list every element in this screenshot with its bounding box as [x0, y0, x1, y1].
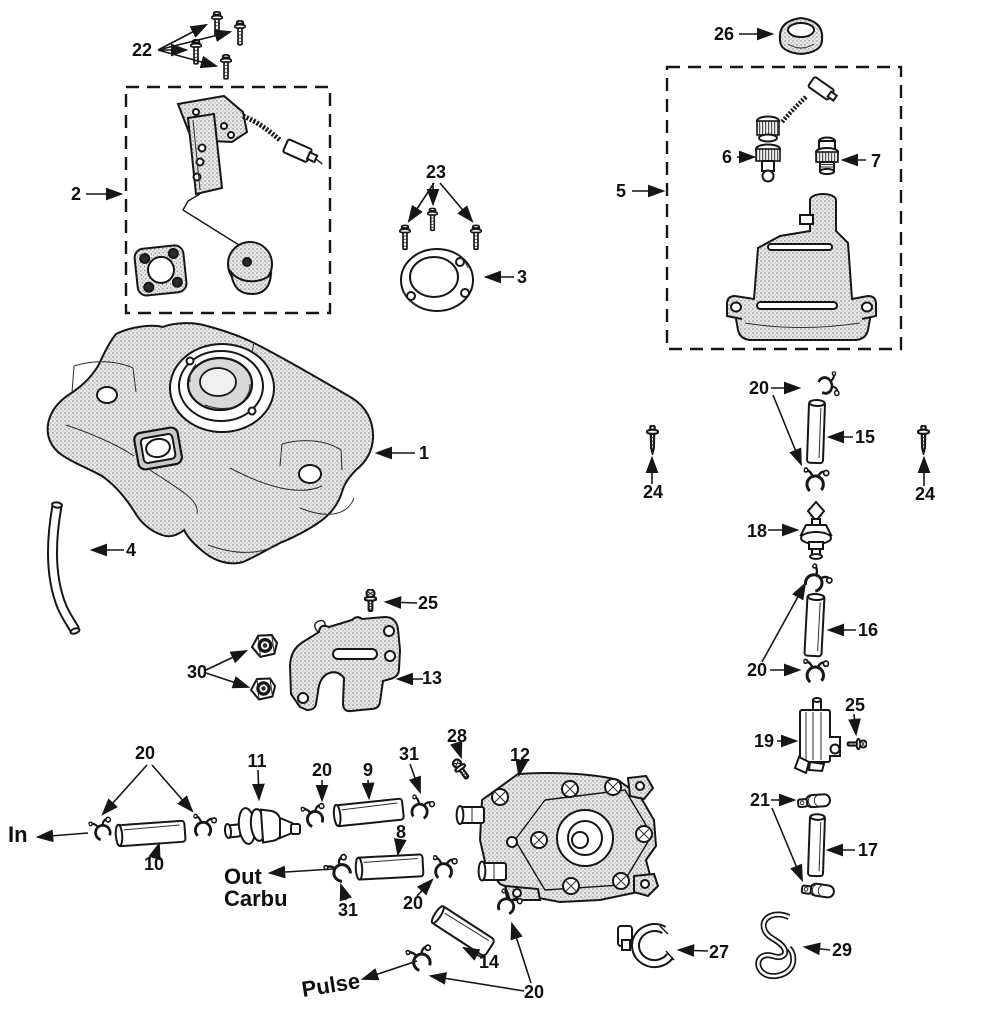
- callout-1: 1: [419, 443, 429, 463]
- clamp-31-hose9: [405, 793, 437, 823]
- callout-20-e: 20: [749, 378, 769, 398]
- sender-connector: [282, 138, 323, 165]
- callout-20-c: 20: [403, 893, 423, 913]
- callout-7: 7: [871, 151, 881, 171]
- retainer-ring-3: [400, 248, 474, 312]
- callout-27: 27: [709, 942, 729, 962]
- screw-25-b: [846, 738, 867, 750]
- callout-25-a: 25: [418, 593, 438, 613]
- callout-19: 19: [754, 731, 774, 751]
- clamp-20-in: [87, 814, 117, 844]
- clamp-20-hose14-bottom: [404, 942, 438, 975]
- callout-24-a: 24: [643, 482, 663, 502]
- callout-31-a: 31: [399, 744, 419, 764]
- fuel-filter-11: [223, 807, 301, 845]
- callout-5: 5: [616, 181, 626, 201]
- hose-17: [807, 813, 826, 878]
- primer-pump-19: [793, 697, 841, 775]
- fitting-7: [815, 136, 839, 176]
- screw-24-right: [917, 425, 930, 455]
- clamp-20-hose15-bottom: [801, 466, 830, 494]
- callout-25-b: 25: [845, 695, 865, 715]
- screw-28: [448, 755, 474, 783]
- callout-8: 8: [396, 822, 406, 842]
- callout-28: 28: [447, 726, 467, 746]
- callout-2: 2: [71, 184, 81, 204]
- callout-24-b: 24: [915, 484, 935, 504]
- fuel-pump-12: [455, 771, 660, 904]
- callout-arrows: [35, 23, 931, 992]
- label-in: In: [8, 822, 28, 847]
- callout-20-a: 20: [135, 743, 155, 763]
- hose-16: [803, 592, 826, 658]
- hose-holder-27: [617, 923, 675, 969]
- callout-15: 15: [855, 427, 875, 447]
- clamp-20-hose10: [190, 812, 218, 840]
- clamp-20-filter-out: [299, 800, 330, 830]
- callout-11: 11: [247, 751, 266, 771]
- callout-30: 30: [187, 662, 207, 682]
- clip-21-top: [796, 792, 832, 810]
- callout-6: 6: [722, 147, 732, 167]
- callout-22: 22: [132, 40, 152, 60]
- callout-14: 14: [479, 952, 499, 972]
- screws-23: [399, 207, 482, 251]
- hose-10: [114, 819, 187, 848]
- hose-8: [354, 853, 425, 881]
- fuel-tank-1: [46, 322, 375, 565]
- fuel-valve-6: [755, 76, 839, 183]
- callout-13: 13: [422, 668, 442, 688]
- callout-17: 17: [858, 840, 878, 860]
- clamp-20-hose16-top: [798, 561, 836, 599]
- callout-3: 3: [517, 267, 527, 287]
- callout-20-b: 20: [312, 760, 332, 780]
- callout-18: 18: [747, 521, 767, 541]
- hose-14: [430, 905, 495, 957]
- callout-4: 4: [126, 540, 136, 560]
- lock-nuts-30: [250, 633, 278, 702]
- hose-9: [332, 797, 405, 828]
- callout-21: 21: [750, 790, 770, 810]
- bracket-13: [288, 615, 402, 713]
- fuel-sender-assembly: [133, 94, 323, 297]
- callout-20-f: 20: [747, 660, 767, 680]
- callout-20-d: 20: [524, 982, 544, 1002]
- check-valve-18: [799, 500, 833, 560]
- hose-15: [806, 399, 826, 465]
- sender-group-box: [124, 85, 332, 315]
- callout-10: 10: [144, 854, 164, 874]
- cover-group-box: [665, 65, 903, 351]
- breather-hose-4: [47, 501, 81, 635]
- clamp-20-hose15-top: [815, 370, 842, 401]
- screws-22: [190, 11, 246, 80]
- callout-12: 12: [510, 745, 530, 765]
- callout-26: 26: [714, 24, 734, 44]
- callout-23: 23: [426, 162, 446, 182]
- tank-cover-5: [726, 193, 877, 341]
- callout-16: 16: [858, 620, 878, 640]
- clamp-20-hose8: [430, 854, 459, 882]
- label-carbu: Carbu: [224, 886, 288, 911]
- clamp-20-hose16-bottom: [802, 657, 830, 685]
- label-pulse: Pulse: [300, 968, 362, 1002]
- callout-9: 9: [363, 760, 373, 780]
- label-out: Out: [224, 864, 263, 889]
- clip-21-bottom: [800, 880, 836, 900]
- tank-cap-26: [778, 16, 824, 56]
- screw-25-a: [364, 589, 377, 613]
- callout-31-b: 31: [338, 900, 358, 920]
- screw-24-left: [646, 425, 659, 455]
- callout-29: 29: [832, 940, 852, 960]
- hook-29: [755, 911, 797, 979]
